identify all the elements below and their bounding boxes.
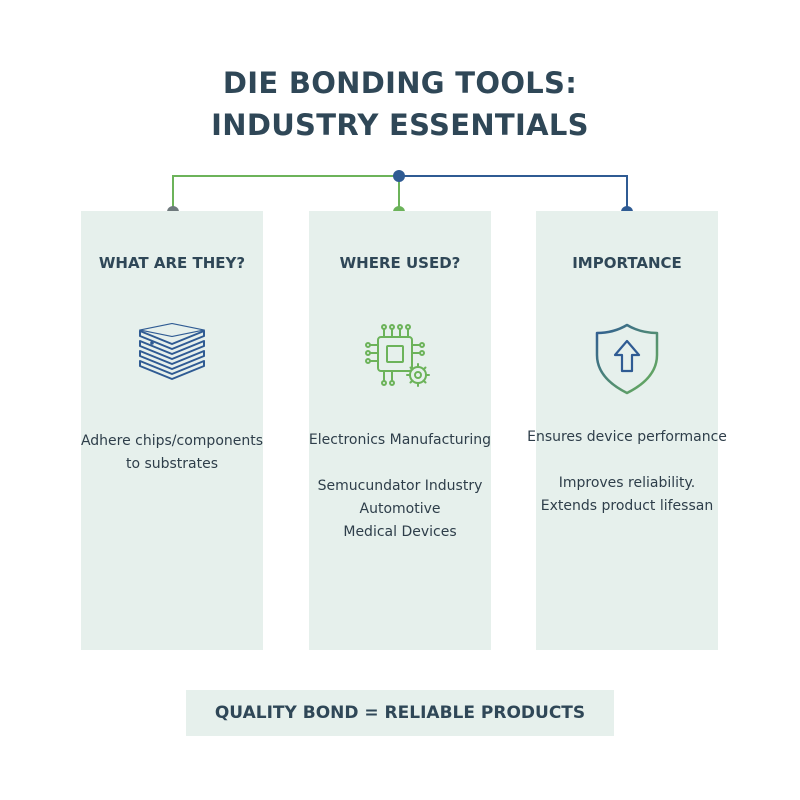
footer-banner: QUALITY BOND = RELIABLE PRODUCTS — [186, 690, 614, 736]
body-gap — [279, 452, 521, 475]
connector-right — [399, 175, 628, 212]
connector-left — [172, 175, 399, 212]
panel-what-are-they: WHAT ARE THEY? Adhere chips/components t… — [81, 211, 263, 650]
circuit-chip-gear-icon — [365, 324, 430, 387]
hub-node — [393, 170, 405, 182]
body-line: Automotive — [359, 501, 441, 517]
panel-heading: IMPORTANCE — [572, 254, 682, 272]
body-line: to substrates — [125, 456, 219, 472]
title-line-2: INDUSTRY ESSENTIALS — [211, 108, 589, 142]
panel-where-used: WHERE USED? Elec — [309, 211, 491, 650]
body-line: Improves reliability. — [558, 475, 696, 491]
shield-arrow-up-icon — [595, 323, 659, 395]
body-line: Extends product lifessan — [540, 498, 714, 514]
panel-body: Electronics Manufacturing Semucundator I… — [279, 429, 521, 544]
panel-body: Ensures device performance Improves reli… — [506, 426, 748, 518]
panel-heading: WHERE USED? — [339, 254, 461, 272]
body-line: Ensures device performance — [527, 429, 727, 445]
body-line: Medical Devices — [343, 524, 457, 540]
page-title: DIE BONDING TOOLS: INDUSTRY ESSENTIALS — [0, 62, 800, 146]
panel-importance: IMPORTANCE Ensures device performance Im… — [527, 211, 727, 650]
body-line: Electronics Manufacturing — [308, 432, 492, 448]
panel-heading: WHAT ARE THEY? — [98, 254, 246, 272]
body-gap — [506, 449, 748, 472]
panel-body: Adhere chips/components to substrates — [51, 430, 293, 476]
layers-icon — [139, 323, 205, 380]
body-line: Adhere chips/components — [80, 433, 264, 449]
body-line: Semucundator Industry — [317, 478, 483, 494]
title-line-1: DIE BONDING TOOLS: — [222, 66, 578, 100]
